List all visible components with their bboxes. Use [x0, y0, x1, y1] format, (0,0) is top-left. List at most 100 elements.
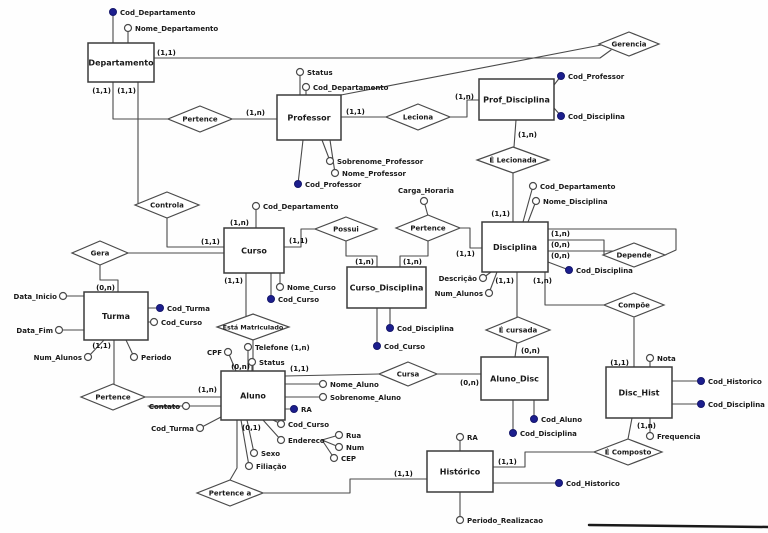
relationship-diamond-leciona [384, 103, 452, 131]
disc-hist-e-composto [627, 417, 633, 440]
attribute-hist-cod-historico: Cod_Historico [555, 479, 620, 488]
relationship-label-e-composto: É Composto [605, 447, 652, 456]
attribute-aluno-cod-turma: Cod_Turma [151, 423, 205, 433]
entity-turma: Turma [83, 291, 149, 341]
attribute-dot-prof-nome-professor [330, 168, 340, 178]
attribute-label-prof-cod-professor: Cod_Professor [305, 181, 362, 189]
attribute-dot-curso-nome-curso [275, 282, 285, 292]
attribute-aluno-ra: RA [290, 405, 312, 414]
attribute-aluno-status: Status [247, 357, 285, 367]
cardinality-label-9: (1,1) [201, 238, 220, 246]
attr-connector-aluno-filiacao [240, 419, 250, 467]
relationship-label-e-lecionada: É Lecionada [489, 155, 537, 164]
attribute-dot-prof-status [295, 67, 305, 77]
entity-label-prof-disciplina: Prof_Disciplina [483, 96, 550, 105]
cardinality-label-7: (1,1) [491, 210, 510, 218]
e-composto-historico [492, 451, 595, 468]
attribute-label-disc-descricao: Descrição [439, 275, 478, 283]
cardinality-label-17: (1,1) [495, 277, 514, 285]
attribute-label-hist-ra: RA [467, 434, 478, 442]
entity-label-curso-disciplina: Curso_Disciplina [350, 284, 424, 293]
attribute-dot-aluno-cod-turma [195, 423, 205, 433]
relationship-gera: Gera [70, 240, 130, 266]
entity-box-prof-disciplina [478, 78, 555, 121]
relationship-depende: Depende [601, 242, 667, 268]
attribute-turma-cod-turma: Cod_Turma [156, 304, 210, 313]
relationship-diamond-controla [133, 191, 201, 219]
attribute-label-curso-nome-curso: Nome_Curso [287, 284, 336, 292]
attribute-dot-dh-nota [645, 353, 655, 363]
key-attribute-dot-turma-cod-turma [156, 304, 164, 312]
attribute-aluno-endereco: Endereco [276, 435, 325, 445]
attribute-aluno-filiacao: Filiação [244, 461, 287, 471]
entity-label-disc-hist: Disc_Hist [619, 389, 660, 398]
relationship-pertence-turma: Pertence [79, 383, 147, 411]
relationship-compoe: Compõe [602, 292, 666, 318]
entity-box-curso-disciplina [346, 266, 427, 309]
key-attribute-dot-pd-cod-disciplina [557, 112, 565, 120]
attribute-label-cd-cod-curso: Cod_Curso [384, 343, 425, 351]
attribute-dot-disc-num-alunos [484, 288, 494, 298]
attribute-dot-prof-cod-departamento [301, 82, 311, 92]
attribute-label-hist-cod-historico: Cod_Historico [566, 480, 620, 488]
relationship-label-gerencia: Gerencia [612, 40, 647, 48]
entity-disc-hist: Disc_Hist [605, 366, 673, 419]
attribute-label-rel-carga-horaria: Carga_Horaria [398, 187, 454, 195]
attribute-dot-curso-cod-departamento [251, 201, 261, 211]
relationship-gerencia: Gerencia [597, 31, 661, 57]
entity-prof-disciplina: Prof_Disciplina [478, 78, 555, 121]
curso-possui [283, 228, 316, 248]
attribute-dot-aluno-endereco [276, 435, 286, 445]
attr-connector-aluno-endereco [262, 419, 282, 441]
attribute-label-aluno-cod-turma: Cod_Turma [151, 425, 194, 433]
relationship-label-cursa: Cursa [397, 370, 420, 378]
attribute-prof-cod-professor: Cod_Professor [294, 180, 362, 189]
attribute-dh-nota: Nota [645, 353, 676, 363]
attribute-dot-turma-cod-curso [149, 317, 159, 327]
attribute-dot-aluno-contato [181, 401, 191, 411]
attribute-label-aluno-endereco-cep: CEP [341, 455, 356, 463]
cardinality-label-11: (1,n) [355, 258, 374, 266]
key-attribute-dot-disc-cod-disciplina [565, 266, 573, 274]
cardinality-label-5: (1,n) [455, 93, 474, 101]
attribute-rel-carga-horaria: Carga_Horaria [398, 187, 454, 206]
attribute-aluno-endereco-num: Num [334, 442, 364, 452]
attribute-dot-aluno-cpf [223, 347, 233, 357]
attribute-label-pd-cod-professor: Cod_Professor [568, 73, 625, 81]
attribute-label-dh-nota: Nota [657, 355, 676, 363]
relationship-cursa: Cursa [377, 361, 439, 387]
attribute-label-turma-num-alunos: Num_Alunos [34, 354, 82, 362]
attribute-label-curso-cod-departamento: Cod_Departamento [263, 203, 339, 211]
attribute-curso-nome-curso: Nome_Curso [275, 282, 336, 292]
relationship-label-esta-matriculado: Está Matriculado [223, 323, 284, 331]
attribute-dot-aluno-sobrenome-aluno [318, 392, 328, 402]
attribute-label-prof-cod-departamento: Cod_Departamento [313, 84, 389, 92]
relationship-leciona: Leciona [384, 103, 452, 131]
attribute-dh-cod-disciplina: Cod_Disciplina [697, 400, 765, 409]
attribute-label-turma-periodo: Periodo [141, 354, 172, 362]
attribute-curso-cod-curso: Cod_Curso [267, 295, 319, 304]
attribute-label-turma-data-inicio: Data_Inicio [14, 293, 58, 301]
attribute-dep-nome-departamento: Nome_Departamento [123, 23, 218, 33]
entity-professor: Professor [276, 94, 342, 141]
disciplina-depende-2 [547, 239, 605, 255]
cardinality-label-26: (0,n) [460, 379, 479, 387]
attribute-curso-cod-departamento: Cod_Departamento [251, 201, 339, 211]
key-attribute-dot-ad-cod-aluno [530, 415, 538, 423]
attribute-cd-cod-disciplina: Cod_Disciplina [386, 324, 454, 333]
cardinality-label-8: (1,n) [230, 219, 249, 227]
attr-connector-aluno-sexo [246, 419, 255, 454]
key-attribute-dot-prof-cod-professor [294, 180, 302, 188]
pertence-curso-disciplina [399, 240, 429, 268]
cardinality-label-23: (1,n) [198, 386, 217, 394]
attribute-dot-turma-data-inicio [58, 291, 68, 301]
entity-aluno-disc: Aluno_Disc [480, 356, 549, 401]
attribute-dot-dep-nome-departamento [123, 23, 133, 33]
attribute-dot-aluno-sexo [249, 448, 259, 458]
cardinality-label-28: (1,1) [610, 359, 629, 367]
possui-curso-disciplina [345, 240, 378, 268]
entity-label-historico: Histórico [440, 467, 481, 477]
key-attribute-dot-dep-cod-departamento [109, 8, 117, 16]
relationship-pertence-professor: Pertence [166, 105, 234, 133]
attribute-label-cd-cod-disciplina: Cod_Disciplina [397, 325, 454, 333]
